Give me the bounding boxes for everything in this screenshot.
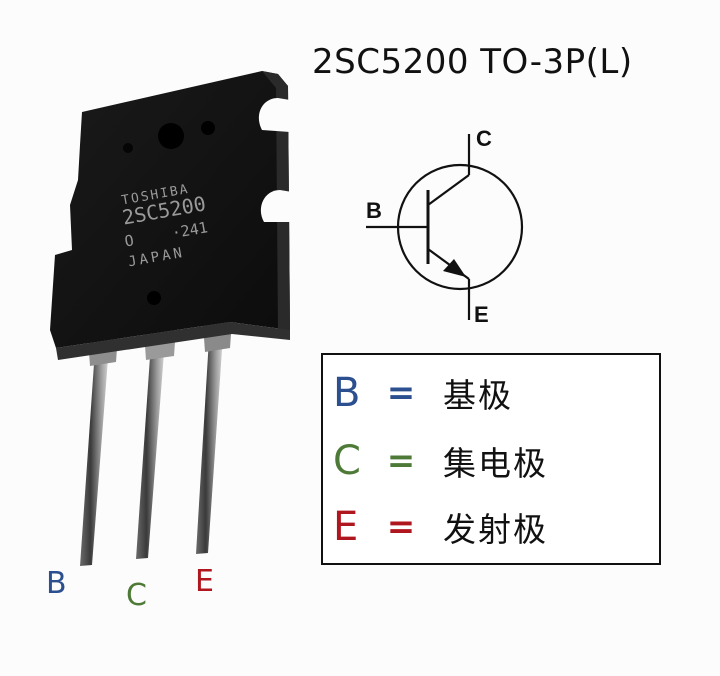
legend-letter: C xyxy=(333,438,361,484)
symbol-base-label: B xyxy=(366,198,382,223)
marking-line3-right: ·241 xyxy=(170,218,209,242)
legend-equals: = xyxy=(386,441,416,481)
collector-diagonal xyxy=(427,174,470,206)
pin-label-emitter-text: E xyxy=(195,564,214,599)
legend-row-base: B = 基极 xyxy=(333,363,513,423)
legend-row-emitter: E = 发射极 xyxy=(333,497,548,557)
emitter-diagonal xyxy=(427,248,470,280)
pin-label-collector-text: C xyxy=(126,578,147,613)
pin-label-emitter: E xyxy=(195,564,214,599)
legend-equals: = xyxy=(386,373,416,413)
lead-base xyxy=(80,333,110,566)
legend-row-collector: C = 集电极 xyxy=(333,431,548,491)
lead-emitter xyxy=(196,321,224,554)
pin-label-collector: C xyxy=(126,578,147,613)
legend-meaning: 集电极 xyxy=(443,444,548,483)
symbol-circle xyxy=(396,163,524,291)
symbol-collector-label: C xyxy=(476,126,492,151)
legend-equals: = xyxy=(386,507,416,547)
legend-letter: E xyxy=(333,504,359,550)
pin-legend-box: B = 基极 C = 集电极 E = 发射极 xyxy=(321,353,661,565)
pin-label-base: B xyxy=(46,566,67,601)
legend-meaning: 基极 xyxy=(443,376,513,415)
legend-meaning: 发射极 xyxy=(443,510,548,549)
transistor-package-illustration: TOSHIBA 2SC5200 O ·241 JAPAN xyxy=(50,71,292,566)
pin-label-base-text: B xyxy=(46,566,67,601)
lead-collector xyxy=(136,327,166,559)
symbol-emitter-label: E xyxy=(474,302,489,327)
page-title: 2SC5200 TO-3P(L) xyxy=(312,42,633,82)
emitter-arrow-icon xyxy=(443,259,466,277)
legend-letter: B xyxy=(333,370,361,416)
marking-line3-left: O xyxy=(123,231,135,250)
